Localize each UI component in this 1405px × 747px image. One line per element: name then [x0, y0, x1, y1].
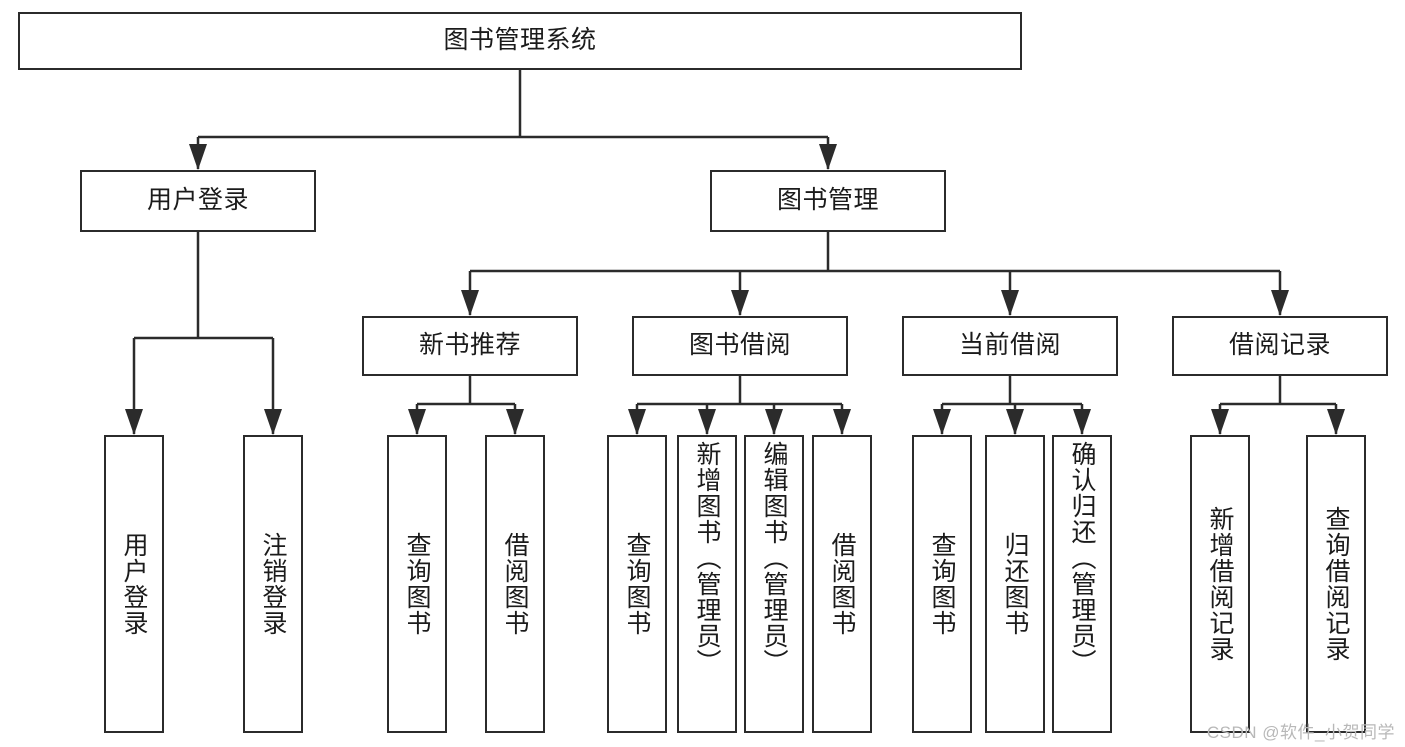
node-leaf-borrow1[interactable]: 借阅图书: [485, 435, 545, 733]
arrow-head-icon: [765, 409, 783, 435]
arrow-head-icon: [1271, 290, 1289, 316]
arrow-head-icon: [819, 144, 837, 170]
node-leaf-query2[interactable]: 查询图书: [607, 435, 667, 733]
node-label: 新书推荐: [418, 331, 521, 360]
node-leaf-addbook[interactable]: 新增图书（管理员）: [677, 435, 737, 733]
node-label: 当前借阅: [958, 331, 1061, 360]
node-label: 新增借阅记录: [1206, 506, 1234, 662]
node-label: 查询图书: [623, 532, 651, 636]
node-label: 注销登录: [259, 532, 287, 636]
node-current-borrow[interactable]: 当前借阅: [902, 316, 1118, 376]
node-label: 新增图书（管理员）: [693, 441, 721, 675]
node-label: 用户登录: [120, 532, 148, 636]
node-root[interactable]: 图书管理系统: [18, 12, 1022, 70]
node-label: 查询图书: [403, 532, 431, 636]
node-leaf-logout[interactable]: 注销登录: [243, 435, 303, 733]
node-user-login[interactable]: 用户登录: [80, 170, 316, 232]
node-borrow-record[interactable]: 借阅记录: [1172, 316, 1388, 376]
arrow-head-icon: [125, 409, 143, 435]
arrow-head-icon: [933, 409, 951, 435]
arrow-head-icon: [506, 409, 524, 435]
node-label: 图书管理系统: [443, 26, 597, 55]
arrow-head-icon: [461, 290, 479, 316]
node-leaf-query3[interactable]: 查询图书: [912, 435, 972, 733]
arrow-head-icon: [833, 409, 851, 435]
node-label: 用户登录: [146, 186, 249, 215]
arrow-head-icon: [1211, 409, 1229, 435]
arrow-head-icon: [1073, 409, 1091, 435]
node-leaf-query1[interactable]: 查询图书: [387, 435, 447, 733]
node-leaf-queryrec[interactable]: 查询借阅记录: [1306, 435, 1366, 733]
node-label: 查询借阅记录: [1322, 506, 1350, 662]
node-label: 归还图书: [1001, 532, 1029, 636]
arrow-head-icon: [189, 144, 207, 170]
node-label: 图书借阅: [688, 331, 791, 360]
node-label: 查询图书: [928, 532, 956, 636]
arrow-head-icon: [1001, 290, 1019, 316]
node-leaf-login[interactable]: 用户登录: [104, 435, 164, 733]
node-label: 借阅图书: [828, 532, 856, 636]
arrow-head-icon: [1327, 409, 1345, 435]
node-leaf-borrow2[interactable]: 借阅图书: [812, 435, 872, 733]
arrow-head-icon: [408, 409, 426, 435]
arrow-head-icon: [731, 290, 749, 316]
node-new-book-rec[interactable]: 新书推荐: [362, 316, 578, 376]
node-label: 借阅记录: [1228, 331, 1331, 360]
node-label: 借阅图书: [501, 532, 529, 636]
node-book-borrow[interactable]: 图书借阅: [632, 316, 848, 376]
arrow-head-icon: [264, 409, 282, 435]
node-label: 图书管理: [776, 186, 879, 215]
node-label: 确认归还（管理员）: [1068, 441, 1096, 675]
arrow-head-icon: [1006, 409, 1024, 435]
node-book-manage[interactable]: 图书管理: [710, 170, 946, 232]
node-leaf-confreturn[interactable]: 确认归还（管理员）: [1052, 435, 1112, 733]
node-label: 编辑图书（管理员）: [760, 441, 788, 675]
node-leaf-addrec[interactable]: 新增借阅记录: [1190, 435, 1250, 733]
node-leaf-editbook[interactable]: 编辑图书（管理员）: [744, 435, 804, 733]
node-leaf-return[interactable]: 归还图书: [985, 435, 1045, 733]
csdn-watermark: CSDN @软件_小贺同学: [1206, 723, 1395, 742]
arrow-head-icon: [628, 409, 646, 435]
arrow-head-icon: [698, 409, 716, 435]
